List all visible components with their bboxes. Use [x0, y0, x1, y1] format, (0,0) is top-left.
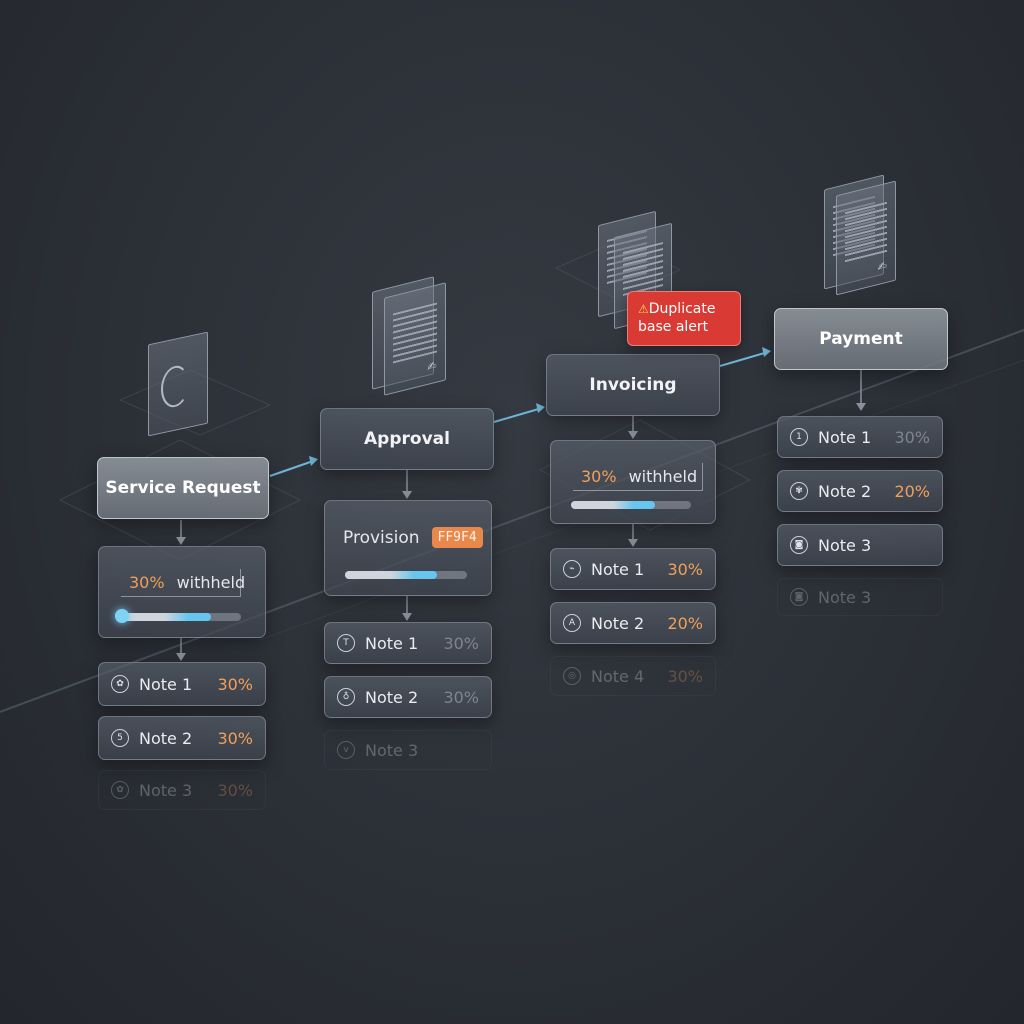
provision-label: Provision [343, 527, 420, 548]
note-item[interactable]: ✿ Note 1 30% [98, 662, 266, 706]
duplicate-alert[interactable]: ⚠Duplicate base alert [627, 291, 741, 346]
note-item[interactable]: 5 Note 2 30% [98, 716, 266, 760]
withheld-percent: 30% [129, 573, 165, 592]
alert-line1: Duplicate [648, 301, 716, 317]
withheld-progress-fill [119, 613, 211, 621]
flow-arrow-invoicing-payment [719, 351, 769, 367]
note-item[interactable]: T Note 1 30% [324, 622, 492, 664]
note-item[interactable]: ✾ Note 2 20% [777, 470, 943, 512]
withheld-label: 30% withheld [121, 569, 245, 597]
note-icon: ✿ [111, 781, 129, 799]
arrowhead [309, 456, 318, 466]
note-icon: ◙ [790, 588, 808, 606]
flow-arrow-approval-invoicing [493, 407, 543, 423]
drop-connectors [176, 370, 866, 661]
document-chart-icon [148, 331, 208, 437]
note-item[interactable]: ♁ Note 2 30% [324, 676, 492, 718]
note-icon: ◙ [790, 536, 808, 554]
provision-panel: Provision FF9F4 [324, 500, 492, 596]
note-icon: 5 [111, 729, 129, 747]
stage-approval[interactable]: Approval [320, 408, 494, 470]
provision-progress-track [345, 571, 467, 579]
note-item-faded: v Note 3 [324, 730, 492, 770]
note-icon: T [337, 634, 355, 652]
warning-icon: ⚠ [638, 302, 649, 316]
withheld-progress-track [115, 609, 241, 623]
invoicing-withheld-panel: 30% withheld [550, 440, 716, 524]
note-icon: A [563, 614, 581, 632]
note-icon: ⌁ [563, 560, 581, 578]
note-item[interactable]: 1 Note 1 30% [777, 416, 943, 458]
note-item-faded: ✿ Note 3 30% [98, 770, 266, 810]
provision-label-row: Provision FF9F4 [343, 527, 483, 548]
signature-icon: ✍ [427, 359, 437, 375]
note-icon: v [337, 741, 355, 759]
note-item[interactable]: ⌁ Note 1 30% [550, 548, 716, 590]
progress-knob[interactable] [115, 609, 129, 623]
stage-invoicing[interactable]: Invoicing [546, 354, 720, 416]
note-item-faded: ◙ Note 3 [777, 578, 943, 616]
note-icon: ◎ [563, 667, 581, 685]
document-stack-icon: ✍ [824, 174, 898, 296]
service-withheld-panel: 30% withheld [98, 546, 266, 638]
withheld-progress-fill [571, 501, 655, 509]
note-icon: 1 [790, 428, 808, 446]
arrowhead [762, 347, 771, 357]
signature-icon: ✍ [877, 258, 887, 275]
provision-tag: FF9F4 [431, 527, 483, 548]
withheld-text: withheld [176, 573, 246, 592]
note-item-faded: ◎ Note 4 30% [550, 656, 716, 696]
arrowhead [536, 403, 545, 413]
document-stack-icon: ✍ [372, 276, 450, 396]
stage-service-request[interactable]: Service Request [97, 457, 269, 519]
provision-progress-fill [345, 571, 437, 579]
withheld-text: withheld [628, 467, 698, 486]
note-icon: ✿ [111, 675, 129, 693]
note-item[interactable]: A Note 2 20% [550, 602, 716, 644]
stage-payment[interactable]: Payment [774, 308, 948, 370]
withheld-label: 30% withheld [573, 463, 703, 491]
note-icon: ♁ [337, 688, 355, 706]
alert-line2: base alert [638, 319, 709, 335]
withheld-progress-track [571, 501, 691, 509]
note-icon: ✾ [790, 482, 808, 500]
flow-arrow-service-approval [269, 459, 317, 477]
withheld-percent: 30% [581, 467, 617, 486]
note-item[interactable]: ◙ Note 3 [777, 524, 943, 566]
